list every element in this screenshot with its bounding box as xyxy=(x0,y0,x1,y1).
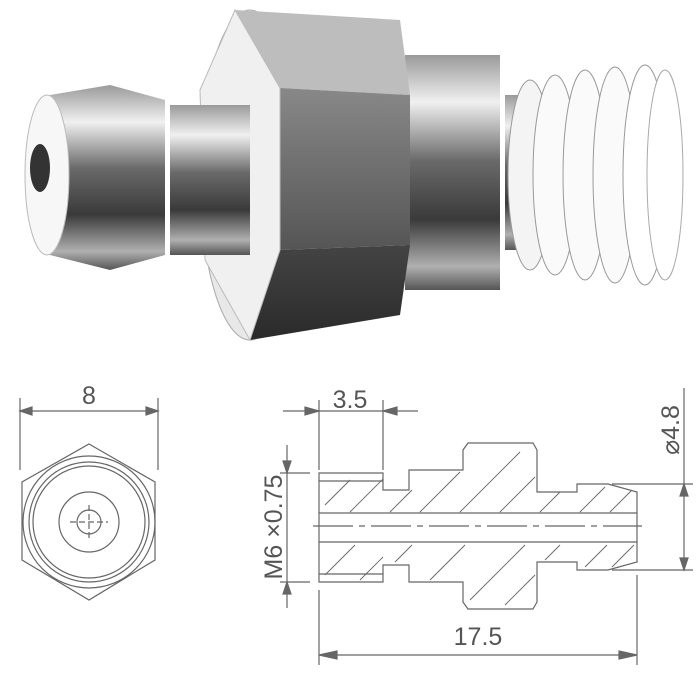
overall-length-dimension: 17.5 xyxy=(454,623,503,651)
collar-3d xyxy=(405,55,500,290)
tip-diameter-dimension: ⌀4.8 xyxy=(657,405,685,455)
section-view xyxy=(280,388,693,665)
end-view xyxy=(18,398,160,601)
cone-tip-3d xyxy=(50,85,165,270)
shank-3d xyxy=(170,105,250,255)
thread-size-dimension: M6 ×0.75 xyxy=(260,475,288,580)
thread-section-3d xyxy=(505,64,684,286)
section-outline xyxy=(318,442,638,610)
hex-outline xyxy=(21,443,156,601)
thread-length-dimension: 3.5 xyxy=(333,386,368,414)
fitting-3d-render xyxy=(24,8,684,342)
bore-hole xyxy=(30,144,50,192)
hex-width-dimension: 8 xyxy=(82,382,96,410)
